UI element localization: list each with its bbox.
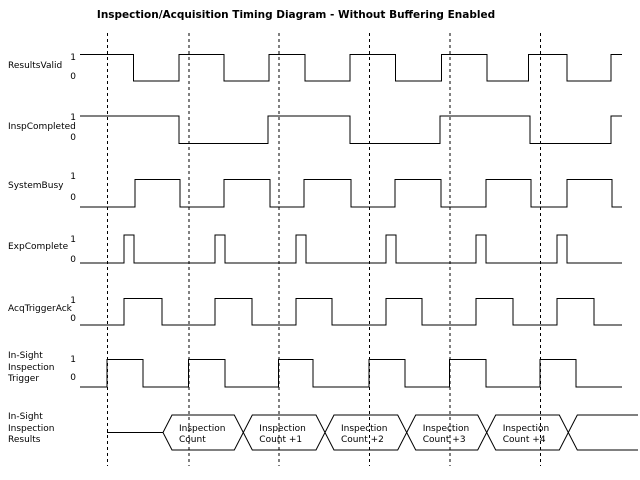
signal-waveform: [80, 234, 622, 264]
bus-segment-label: Inspection Count +3: [422, 423, 470, 446]
level-one-label: 1: [70, 171, 76, 182]
signal-label: ExpComplete: [8, 242, 69, 253]
level-zero-label: 0: [70, 71, 76, 82]
level-one-label: 1: [70, 52, 76, 63]
level-zero-label: 0: [70, 372, 76, 383]
signal-waveform: [80, 54, 622, 82]
signal-waveform: [80, 179, 622, 208]
signal-label: ResultsValid: [8, 60, 63, 71]
level-one-label: 1: [70, 295, 76, 306]
level-zero-label: 0: [70, 192, 76, 203]
bus-segment-label: Inspection Count: [179, 423, 226, 446]
signal-label: SystemBusy: [8, 181, 64, 192]
signal-label: AcqTriggerAck: [8, 304, 72, 315]
bus-segment-label: Inspection Count +2: [341, 423, 388, 446]
signal-label: InspCompleted: [8, 122, 76, 133]
signal-waveform: [80, 359, 622, 388]
level-zero-label: 0: [70, 313, 76, 324]
level-one-label: 1: [70, 112, 76, 123]
level-one-label: 1: [70, 234, 76, 245]
level-zero-label: 0: [70, 132, 76, 143]
level-one-label: 1: [70, 354, 76, 365]
bus-label: In-Sight Inspection Results: [8, 412, 55, 446]
signal-waveform: [80, 115, 622, 144]
bus-segment-label: Inspection Count +1: [259, 423, 306, 446]
signal-label: In-Sight Inspection Trigger: [8, 351, 55, 385]
diagram-title: Inspection/Acquisition Timing Diagram - …: [96, 9, 496, 21]
level-zero-label: 0: [70, 254, 76, 265]
signal-waveform: [80, 298, 622, 326]
bus-segment-label: Inspection Count +4: [502, 423, 550, 446]
results-bus-segment: [567, 414, 638, 451]
